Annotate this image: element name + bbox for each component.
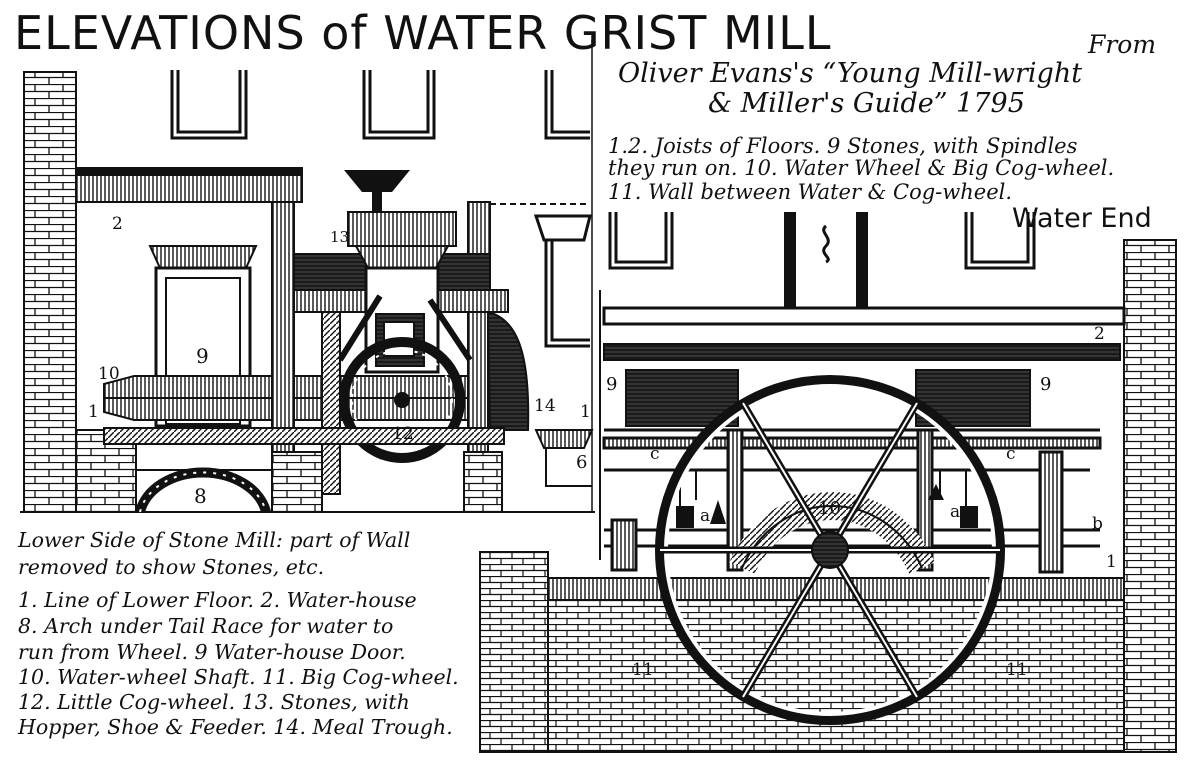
left-elevation: [20, 40, 595, 514]
label-r11a: 11: [632, 660, 654, 680]
tail-race-arch: [135, 467, 273, 514]
label-r2: 2: [1094, 324, 1105, 344]
source-from: From: [1088, 30, 1157, 59]
label-r11b: 11: [1006, 660, 1028, 680]
right-brick-chimney: [1123, 239, 1177, 753]
label-r10: 10: [818, 498, 841, 519]
source-line-2: & Miller's Guide” 1795: [708, 88, 1025, 119]
right-key-line: 1.2. Joists of Floors. 9 Stones, with Sp…: [608, 134, 1078, 158]
left-key-line: run from Wheel. 9 Water-house Door.: [18, 640, 406, 664]
label-6: 6: [576, 452, 588, 473]
left-key-line: Hopper, Shoe & Feeder. 14. Meal Trough.: [18, 715, 453, 739]
water-end-heading: Water End: [1012, 203, 1152, 234]
left-key-line: 12. Little Cog-wheel. 13. Stones, with: [18, 690, 410, 714]
little-cog-wheel: [339, 337, 465, 463]
label-8: 8: [194, 484, 207, 508]
source-line-1: Oliver Evans's “Young Mill-wright: [618, 58, 1083, 89]
side-window: [533, 214, 592, 348]
label-14: 14: [534, 396, 556, 416]
water-wall-left: [479, 551, 549, 753]
water-wheel: [655, 375, 1005, 725]
page-title: ELEVATIONS of WATER GRIST MILL: [14, 6, 832, 60]
meal-trough: [534, 429, 594, 487]
label-r1: 1: [1106, 552, 1117, 572]
left-key-line: 8. Arch under Tail Race for water to: [18, 614, 394, 638]
center-brick-pier: [271, 451, 323, 513]
left-key-line: Lower Side of Stone Mill: part of Wall: [18, 528, 411, 552]
label-rc2: c: [1006, 444, 1016, 464]
label-1: 1: [88, 402, 99, 422]
right-upper-windows: [608, 212, 1036, 270]
left-key-line: 1. Line of Lower Floor. 2. Water-house: [18, 588, 417, 612]
label-13: 13: [330, 228, 350, 246]
left-key-line: 10. Water-wheel Shaft. 11. Big Cog-wheel…: [18, 665, 459, 689]
upper-windows: [170, 70, 590, 140]
label-ra2: a: [950, 502, 961, 522]
right-elevation: [479, 212, 1177, 753]
label-9: 9: [196, 344, 209, 368]
right-key-line: 11. Wall between Water & Cog-wheel.: [608, 180, 1013, 204]
right-brick-pier: [463, 451, 503, 513]
label-12: 12: [392, 424, 414, 444]
lower-floor-line: [103, 427, 505, 445]
label-r9a: 9: [606, 374, 618, 395]
label-ra1: a: [700, 506, 711, 526]
label-rb: b: [1092, 514, 1103, 534]
millstones-with-hopper: [337, 170, 473, 374]
upper-joist: [602, 306, 1126, 326]
right-key-line: they run on. 10. Water Wheel & Big Cog-w…: [608, 156, 1115, 180]
big-cog-wheel-edge: [486, 310, 530, 431]
label-10: 10: [98, 364, 120, 384]
ceiling-posts: [784, 212, 868, 308]
left-key-line: removed to show Stones, etc.: [18, 555, 325, 579]
left-brick-chimney: [23, 71, 77, 513]
label-rc1: c: [650, 444, 660, 464]
label-2: 2: [112, 214, 123, 234]
label-r9b: 9: [1040, 374, 1052, 395]
second-joist: [603, 343, 1121, 361]
label-1b: 1: [580, 402, 591, 422]
wheel-frame: [602, 428, 1102, 574]
big-cog-wheel: [729, 492, 935, 574]
